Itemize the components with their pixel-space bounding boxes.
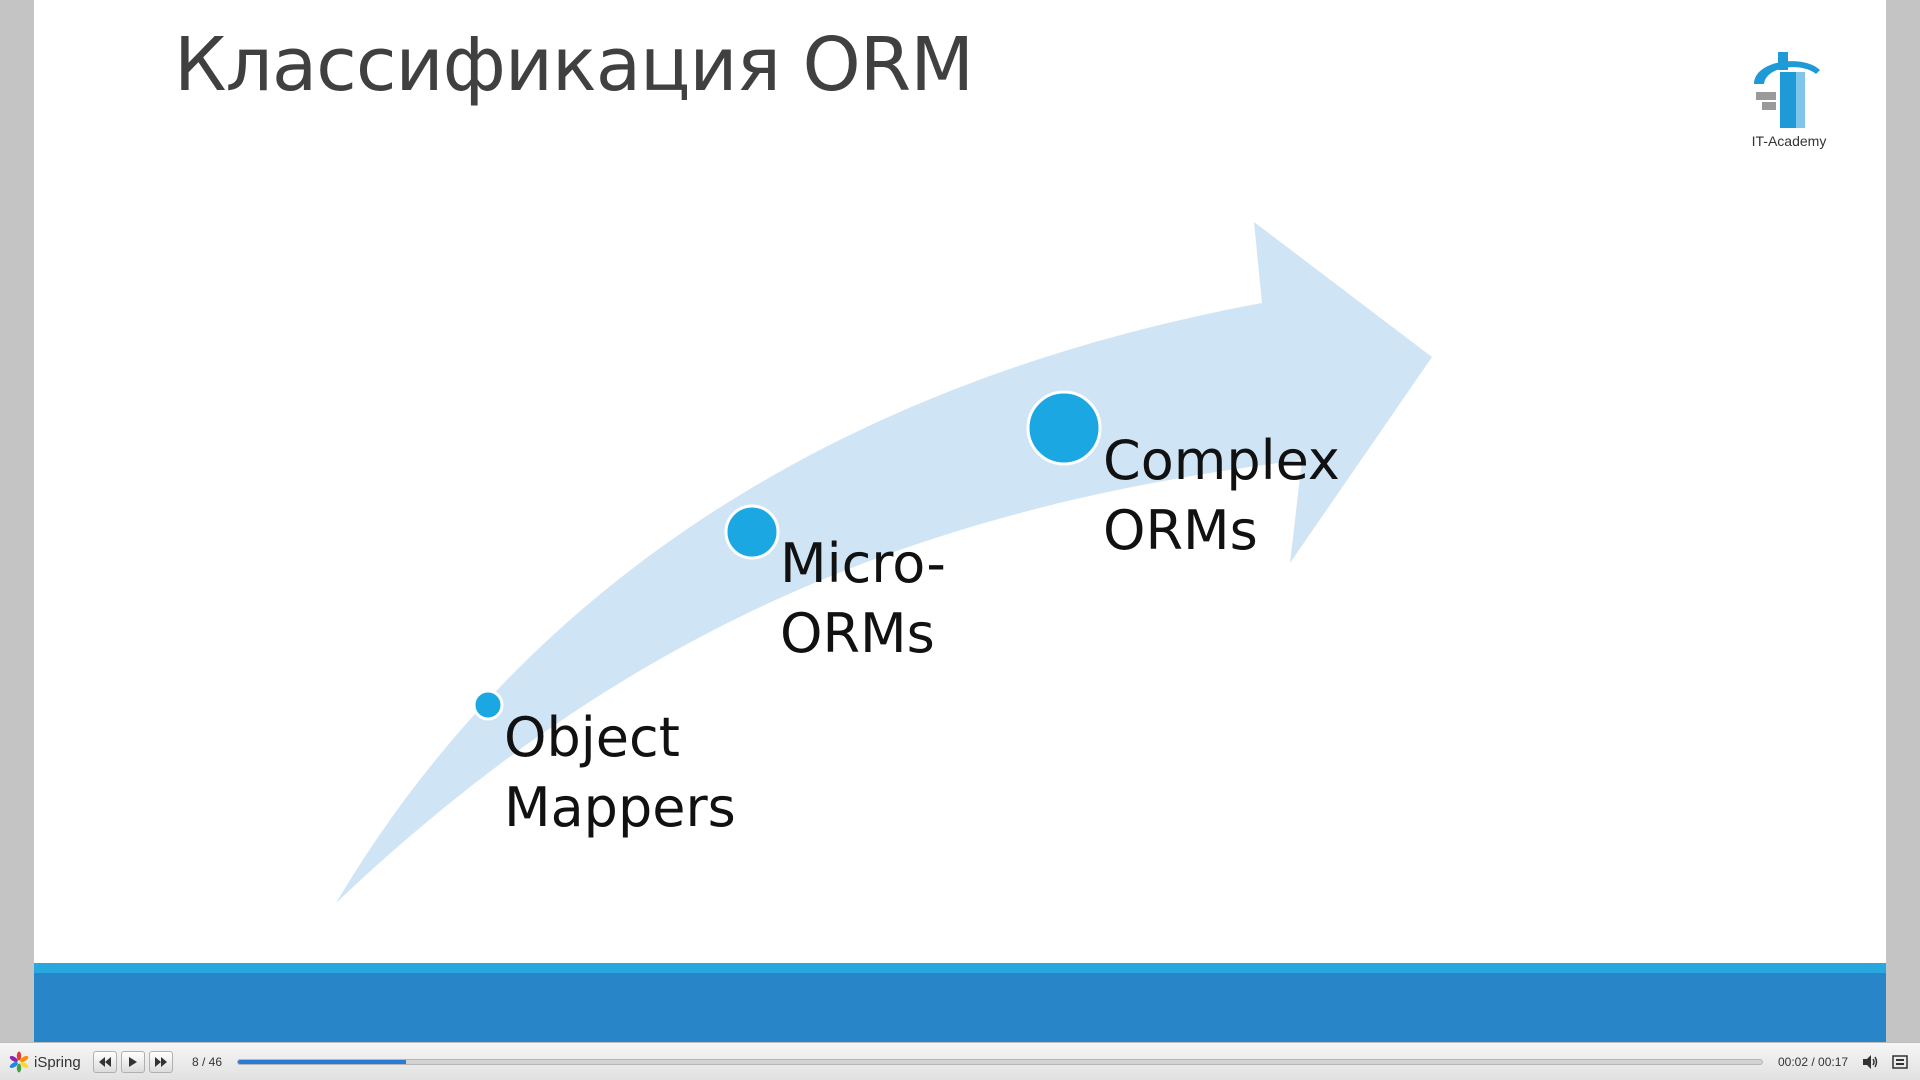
stage-label-line: ORMs [1103,499,1258,562]
fast-forward-icon [155,1057,167,1067]
previous-slide-button[interactable] [93,1051,117,1073]
play-icon [129,1057,137,1067]
it-academy-logo-icon [1754,52,1820,128]
ispring-flower-icon [9,1051,29,1073]
fullscreen-button[interactable] [1888,1051,1912,1073]
logo-caption: IT-Academy [1751,133,1827,149]
next-slide-button[interactable] [149,1051,173,1073]
stage-dot-complex-orms [1026,390,1102,466]
volume-button[interactable] [1859,1051,1883,1073]
time-readout: 00:02 / 00:17 [1778,1055,1849,1069]
stage-label-object-mappers: Object Mappers [504,703,736,843]
rewind-icon [99,1057,111,1067]
progress-fill [238,1060,406,1064]
speaker-icon [1863,1055,1878,1069]
stage-label-micro-orms: Micro- ORMs [780,529,946,669]
ispring-brand[interactable]: iSpring [8,1051,81,1073]
footer-accent-stripe [34,963,1886,973]
slide-title: Классификация ORM [174,22,974,108]
stage-label-complex-orms: Complex ORMs [1103,426,1340,566]
play-button[interactable] [121,1051,145,1073]
stage-dot-micro-orms [724,504,780,560]
footer-band [34,973,1886,1042]
brand-name: iSpring [34,1053,81,1071]
stage-label-line: Mappers [504,776,736,839]
stage-label-line: Complex [1103,429,1340,492]
player-control-bar: iSpring 8 / 46 00:02 / 00:17 [0,1042,1920,1080]
stage-dot-object-mappers [472,689,504,721]
orm-evolution-diagram [336,222,1432,903]
fullscreen-icon [1892,1055,1908,1069]
progress-bar[interactable] [237,1059,1763,1065]
growth-arrow [336,222,1432,903]
slide: Классификация ORM IT-Academy Object Mapp… [34,0,1886,1042]
stage-label-line: ORMs [780,602,935,665]
stage-label-line: Object [504,706,680,769]
slide-counter: 8 / 46 [192,1055,223,1069]
stage-label-line: Micro- [780,532,946,595]
